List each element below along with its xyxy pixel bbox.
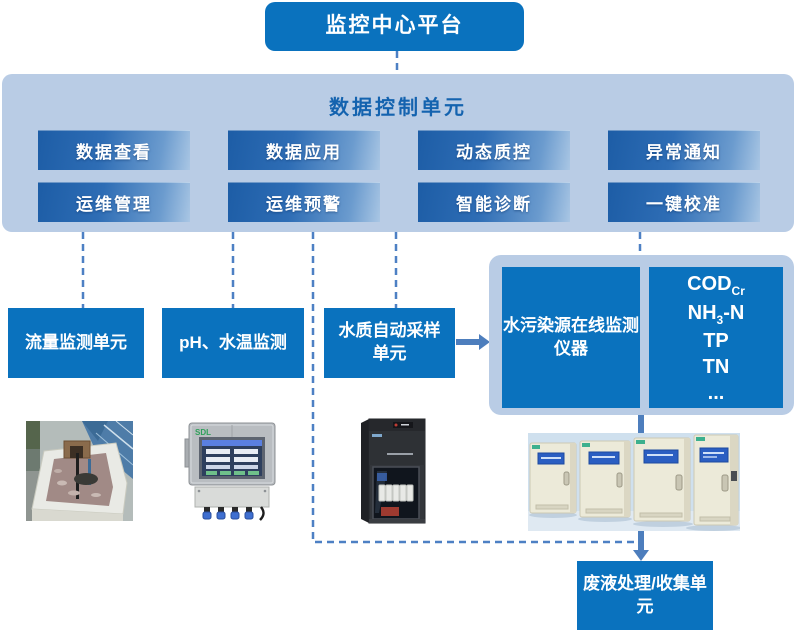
parameter-item: NH3-N: [687, 301, 745, 327]
ph-temp-controller-photo: SDL: [183, 421, 281, 521]
parameter-item: TN: [702, 356, 730, 379]
waste-treatment-unit-label: 废液处理/收集单元: [583, 573, 707, 616]
button-one-key-calibration: 一键校准: [608, 182, 760, 222]
button-dynamic-qc: 动态质控: [418, 130, 570, 170]
function-button-grid: 数据查看 数据应用 动态质控 异常通知 运维管理 运维预警 智能诊断 一键校准: [38, 130, 760, 222]
flow-channel-photo: [26, 421, 133, 521]
auto-sampling-unit-label: 水质自动采样单元: [338, 321, 441, 363]
auto-sampling-unit-box: 水质自动采样单元: [324, 308, 455, 378]
button-abnormal-notice: 异常通知: [608, 130, 760, 170]
button-data-view: 数据查看: [38, 130, 190, 170]
button-smart-diagnosis: 智能诊断: [418, 182, 570, 222]
button-om-management: 运维管理: [38, 182, 190, 222]
flow-monitoring-unit-box: 流量监测单元: [8, 308, 144, 378]
ph-temp-monitoring-label: pH、水温监测: [179, 332, 287, 352]
button-data-application: 数据应用: [228, 130, 380, 170]
auto-sampler-photo: [353, 413, 433, 528]
data-control-unit-title: 数据控制单元: [329, 97, 467, 119]
parameter-item: CODCr: [687, 272, 745, 298]
online-analyzers-photo: [528, 433, 740, 531]
waste-treatment-unit-box: 废液处理/收集单元: [577, 561, 713, 630]
monitoring-center-platform-label: 监控中心平台: [325, 14, 464, 38]
flow-monitoring-unit-label: 流量监测单元: [25, 332, 127, 352]
online-instrument-label: 水污染源在线监测仪器: [503, 315, 639, 358]
parameter-item: TP: [703, 330, 729, 353]
ph-temp-monitoring-box: pH、水温监测: [162, 308, 304, 378]
data-control-unit-panel: 数据控制单元 数据查看 数据应用 动态质控 异常通知 运维管理 运维预警 智能诊…: [2, 74, 794, 232]
controller-brand-text: SDL: [195, 428, 211, 437]
online-instrument-box: 水污染源在线监测仪器: [502, 267, 640, 408]
button-om-warning: 运维预警: [228, 182, 380, 222]
parameter-item: ...: [707, 382, 725, 405]
monitoring-center-platform-box: 监控中心平台: [265, 2, 524, 51]
